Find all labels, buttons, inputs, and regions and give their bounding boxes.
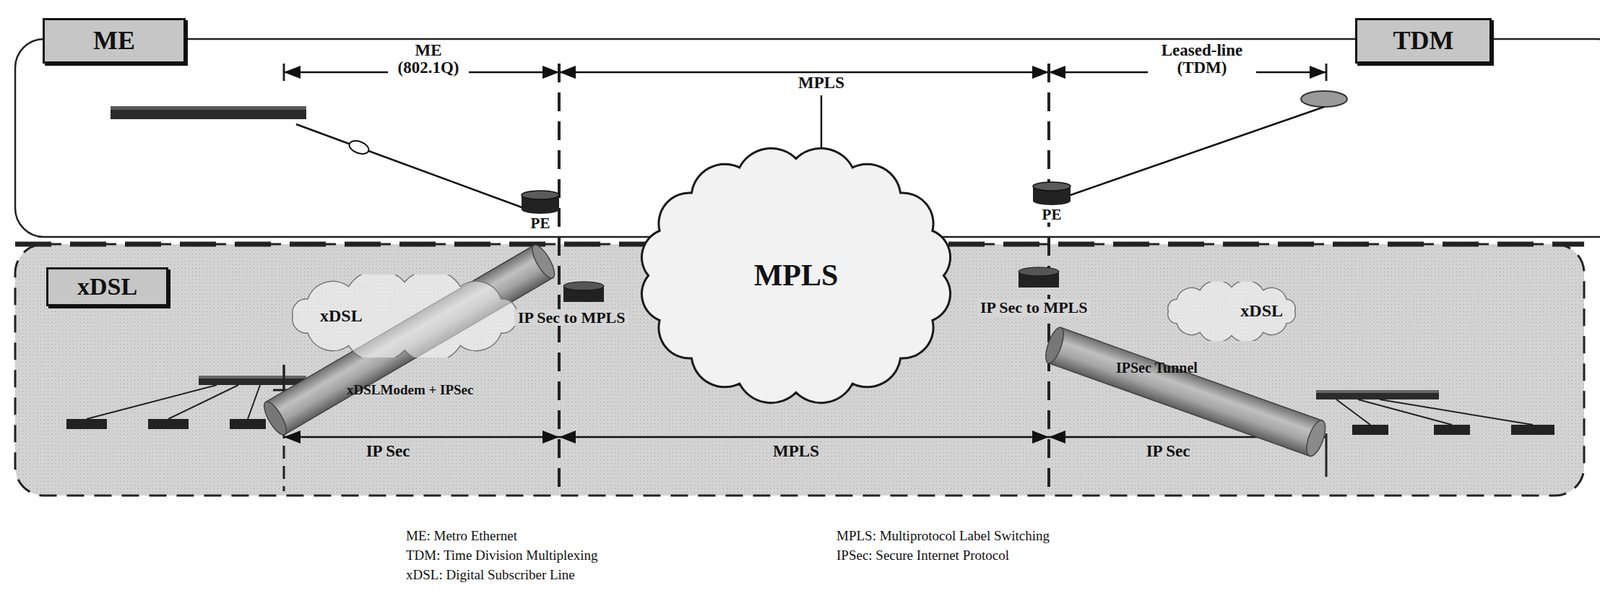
ethernet-switch <box>110 106 307 120</box>
terminal-links <box>86 364 295 419</box>
terminal <box>1352 424 1389 435</box>
ipsec-tunnel <box>1042 325 1330 458</box>
segment-label-box: ME (802.1Q) <box>387 41 469 77</box>
abbreviation-note: IPSec: Secure Internet Protocol <box>836 548 1010 563</box>
dimension-line <box>283 430 1327 444</box>
terminal <box>1511 424 1555 435</box>
segment-label-box: IP Sec <box>366 442 411 461</box>
gateway-label-box: IP Sec to MPLS <box>514 309 630 326</box>
segment-label: MPLS <box>798 74 845 92</box>
terminal-links <box>1336 399 1533 425</box>
xdsl-modem <box>198 375 307 386</box>
ipsec-gateway <box>1018 267 1059 288</box>
terminal <box>1433 424 1470 435</box>
segment-label-box: MPLS <box>772 442 820 461</box>
node-label: MPLS <box>754 259 839 292</box>
link-symbol <box>347 138 371 157</box>
abbreviation-note: MPLS: Multiprotocol Label Switching <box>836 528 1050 544</box>
gateway-label: IP Sec to MPLS <box>517 309 626 326</box>
gateway-label-box: IP Sec to MPLS <box>976 299 1092 316</box>
node-label: TDM <box>1393 27 1455 55</box>
abbreviation-note: TDM: Time Division Multiplexing <box>405 548 599 563</box>
network-type-box: TDM <box>1355 18 1492 64</box>
terminal <box>229 418 266 430</box>
router-icon <box>1031 180 1072 207</box>
abbreviation-note: xDSL: Digital Subscriber Line <box>405 567 575 583</box>
terminal <box>66 418 107 430</box>
xdsl-cloud: xDSL <box>1162 281 1301 341</box>
mpls-cloud: MPLS <box>622 132 970 419</box>
node-label: xDSL <box>1240 301 1283 320</box>
node-label: PE <box>1040 206 1065 223</box>
tunnel-label-box: IPSec Tunnel <box>1116 360 1198 376</box>
leased-line-link <box>1070 106 1325 196</box>
abbreviation-note-box: ME: Metro Ethernet <box>405 528 518 544</box>
segment-label: MPLS <box>772 442 820 461</box>
pe-router: PE <box>1025 180 1078 232</box>
network-type-box: xDSL <box>46 267 169 307</box>
network-type-box: ME <box>42 18 186 64</box>
segment-label-box: Leased-line (TDM) <box>1147 41 1257 77</box>
tunnel-label: IPSec Tunnel <box>1116 360 1198 376</box>
router-icon <box>520 189 561 216</box>
xdsl-modem <box>1316 390 1439 400</box>
node-label: PE <box>528 215 553 232</box>
abbreviation-note-box: IPSec: Secure Internet Protocol <box>836 548 1010 563</box>
node-label: ME <box>93 27 136 55</box>
gateway-label: IP Sec to MPLS <box>980 299 1088 316</box>
segment-label-box: MPLS <box>794 74 849 92</box>
segment-label: ME (802.1Q) <box>391 41 466 77</box>
modem-label-box: xDSLModem + IPSec <box>346 382 474 398</box>
ipsec-tunnel <box>260 241 559 438</box>
dimension-tick <box>1325 433 1328 477</box>
node-label: xDSL <box>77 273 138 300</box>
abbreviation-note: ME: Metro Ethernet <box>405 528 518 544</box>
modem-label: xDSLModem + IPSec <box>346 382 474 398</box>
segment-label: Leased-line (TDM) <box>1151 41 1253 77</box>
segment-label: IP Sec <box>1146 442 1191 461</box>
abbreviation-note-box: MPLS: Multiprotocol Label Switching <box>836 528 1050 544</box>
boundary-line <box>557 63 561 492</box>
pe-router: PE <box>514 189 567 240</box>
segment-label: IP Sec <box>366 442 411 461</box>
tdm-device <box>1300 91 1348 107</box>
ipsec-gateway <box>563 281 604 302</box>
xdsl-cloud: xDSL <box>285 274 524 358</box>
access-link <box>296 124 524 209</box>
segment-label-box: IP Sec <box>1146 442 1191 461</box>
terminal <box>148 418 189 430</box>
leader-line <box>820 95 823 149</box>
abbreviation-note-box: xDSL: Digital Subscriber Line <box>405 567 575 583</box>
node-label: xDSL <box>320 306 363 326</box>
abbreviation-note-box: TDM: Time Division Multiplexing <box>405 548 599 563</box>
